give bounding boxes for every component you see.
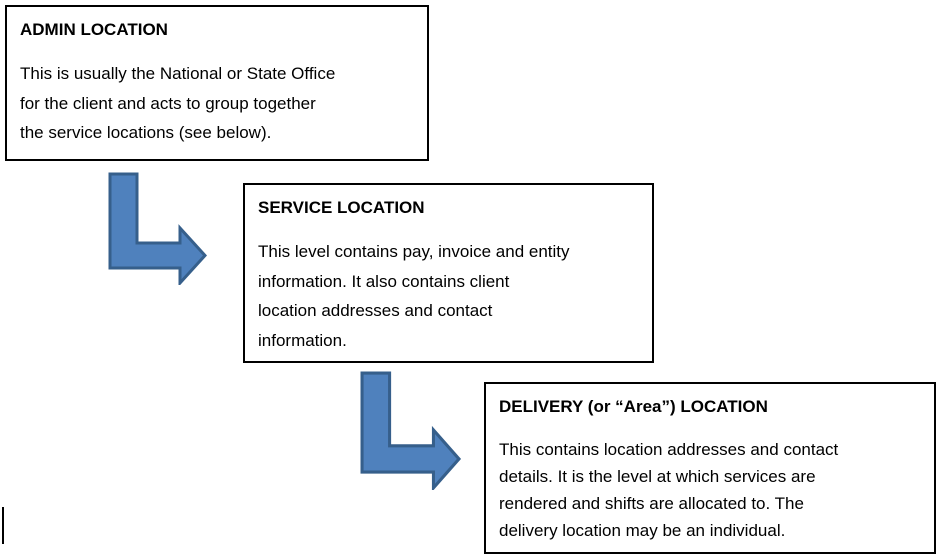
admin-location-box: ADMIN LOCATION This is usually the Natio…: [5, 5, 429, 161]
admin-location-body: This is usually the National or State Of…: [20, 59, 414, 148]
service-location-text-line: information. It also contains client: [258, 271, 510, 291]
delivery-location-text-line: details. It is the level at which servic…: [499, 467, 816, 486]
admin-location-text-line: This is usually the National or State Of…: [20, 64, 336, 83]
delivery-location-text-line: This contains location addresses and con…: [499, 440, 839, 459]
text-cursor: [2, 507, 4, 544]
delivery-location-title: DELIVERY (or “Area”) LOCATION: [499, 397, 768, 416]
service-location-body: This level contains pay, invoice and ent…: [258, 237, 639, 355]
admin-location-text-line: the service locations (see below).: [20, 123, 272, 142]
admin-location-title: ADMIN LOCATION: [20, 20, 168, 39]
bent-arrow-icon: [360, 371, 461, 490]
delivery-location-body: This contains location addresses and con…: [499, 436, 921, 544]
service-location-title: SERVICE LOCATION: [258, 198, 425, 217]
service-location-box: SERVICE LOCATION This level contains pay…: [243, 183, 654, 363]
bent-arrow-shape: [360, 371, 461, 490]
admin-location-text-line: for the client and acts to group togethe…: [20, 93, 316, 113]
service-location-text-line: location addresses and contact: [258, 301, 493, 320]
service-location-text-line: information.: [258, 330, 347, 350]
bent-arrow-shape: [108, 172, 207, 285]
delivery-location-text-line: rendered and shifts are allocated to. Th…: [499, 494, 804, 513]
delivery-location-box: DELIVERY (or “Area”) LOCATION This conta…: [484, 382, 936, 554]
bent-arrow-icon: [108, 172, 207, 285]
service-location-text-line: This level contains pay, invoice and ent…: [258, 242, 570, 261]
delivery-location-text-line: delivery location may be an individual.: [499, 521, 786, 540]
